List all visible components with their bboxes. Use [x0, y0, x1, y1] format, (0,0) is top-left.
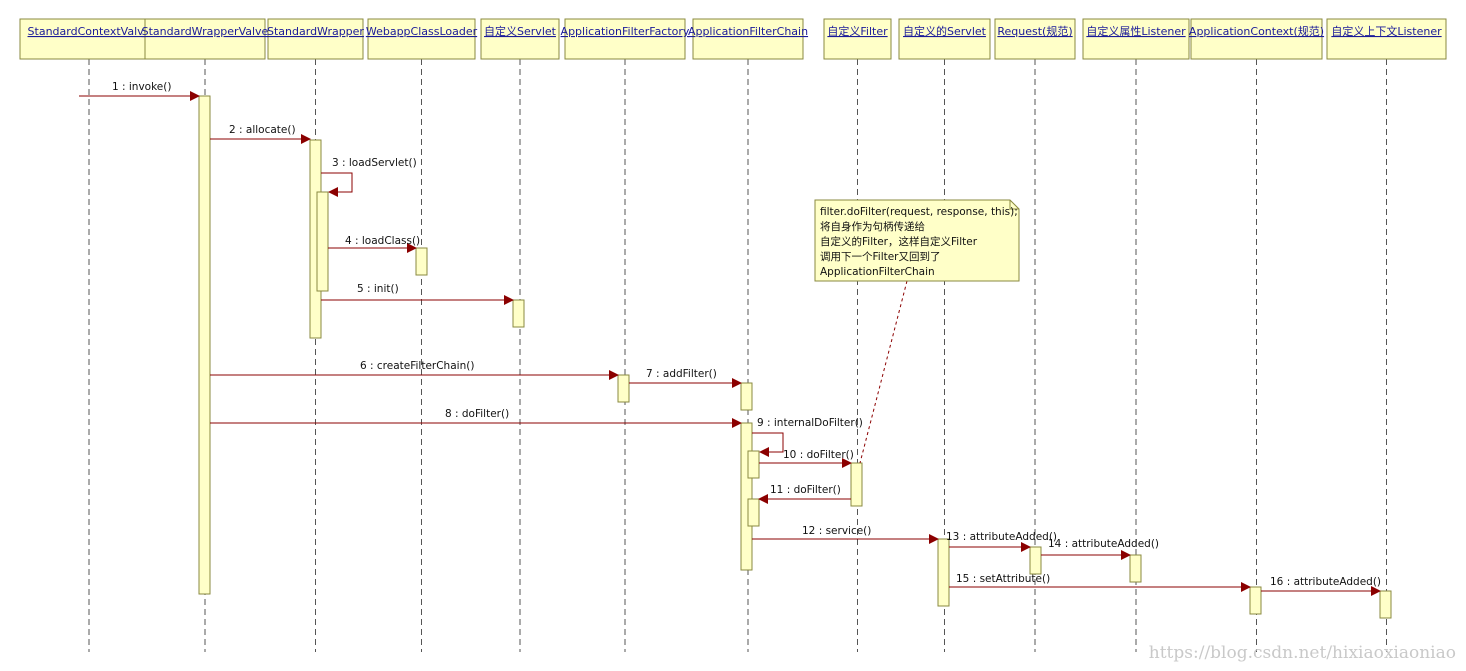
participant-box [564, 18, 686, 60]
message-arrow [752, 432, 784, 457]
participant-box [367, 18, 476, 60]
activation-bar [1379, 590, 1392, 619]
message-4: 4 : loadClass() [328, 235, 420, 253]
message-label: 3 : loadServlet() [332, 157, 417, 169]
participant-box [1326, 18, 1447, 60]
message-arrow [321, 172, 353, 197]
message-12: 12 : service() [752, 525, 939, 544]
participant-label: 自定义Filter [827, 24, 888, 38]
message-label: 10 : doFilter() [783, 449, 854, 461]
message-label: 13 : attributeAdded() [946, 531, 1057, 543]
message-label: 6 : createFilterChain() [360, 360, 474, 372]
note-box [814, 199, 1020, 282]
message-10: 10 : doFilter() [759, 449, 854, 468]
participant-p0: StandardContextValve [19, 18, 159, 60]
message-label: 11 : doFilter() [770, 484, 841, 496]
participant-p2: StandardWrapper [267, 18, 364, 60]
note-line: ApplicationFilterChain [820, 266, 935, 278]
message-15: 15 : setAttribute() [949, 573, 1251, 592]
message-5: 5 : init() [321, 283, 514, 305]
participant-box [480, 18, 560, 60]
participant-p10: 自定义属性Listener [1082, 18, 1190, 60]
message-label: 2 : allocate() [229, 124, 296, 136]
message-14: 14 : attributeAdded() [1041, 538, 1159, 560]
message-13: 13 : attributeAdded() [946, 531, 1057, 552]
participant-box [19, 18, 159, 60]
participant-label: WebappClassLoader [366, 25, 478, 38]
message-label: 16 : attributeAdded() [1270, 576, 1381, 588]
message-8: 8 : doFilter() [210, 408, 742, 428]
activation-bar [740, 422, 753, 571]
participant-p8: 自定义的Servlet [898, 18, 991, 60]
activation-bar [850, 462, 863, 507]
participant-label: ApplicationFilterChain [688, 25, 808, 38]
note-line: filter.doFilter(request, response, this)… [820, 206, 1018, 218]
activation-bar [1129, 554, 1142, 583]
message-label: 8 : doFilter() [445, 408, 509, 420]
activation-bar [512, 299, 525, 328]
note-line: 将自身作为句柄传递给 [820, 220, 925, 233]
message-label: 4 : loadClass() [345, 235, 420, 247]
participant-label: 自定义Servlet [484, 24, 557, 38]
activation-bar [198, 95, 211, 595]
message-6: 6 : createFilterChain() [210, 360, 619, 380]
participant-label: ApplicationFilterFactory [561, 25, 690, 38]
message-label: 12 : service() [802, 525, 871, 537]
participant-box [1190, 18, 1323, 60]
note-line: 调用下一个Filter又回到了 [820, 251, 941, 263]
message-label: 1 : invoke() [112, 81, 171, 93]
note-fold [1009, 200, 1019, 210]
message-label: 7 : addFilter() [646, 368, 717, 380]
participant-box [823, 18, 892, 60]
participant-label: StandardContextValve [28, 25, 151, 38]
participant-label: StandardWrapperValve [142, 25, 269, 38]
participant-label: Request(规范) [997, 24, 1072, 38]
participant-box [1082, 18, 1190, 60]
participant-label: ApplicationContext(规范) [1189, 24, 1324, 38]
participant-label: 自定义的Servlet [903, 24, 987, 38]
activation-bar [1249, 586, 1262, 615]
watermark-text: https://blog.csdn.net/hixiaoxiaoniao [1149, 643, 1456, 663]
participant-p1: StandardWrapperValve [142, 18, 269, 60]
activation-bar [1029, 546, 1042, 575]
participant-p11: ApplicationContext(规范) [1189, 18, 1324, 60]
activation-bar [617, 374, 630, 403]
participant-box [267, 18, 364, 60]
message-label: 15 : setAttribute() [956, 573, 1050, 585]
participant-box [144, 18, 266, 60]
note-connector [859, 280, 908, 464]
participant-box [898, 18, 991, 60]
message-1: 1 : invoke() [79, 81, 200, 101]
participant-p9: Request(规范) [994, 18, 1076, 60]
participant-label: 自定义上下文Listener [1331, 24, 1442, 38]
participant-box [994, 18, 1076, 60]
participant-p5: ApplicationFilterFactory [561, 18, 690, 60]
message-2: 2 : allocate() [210, 124, 311, 144]
message-3: 3 : loadServlet() [321, 157, 417, 197]
activation-bar [747, 450, 760, 479]
activation-bar [415, 247, 428, 276]
activation-bar [747, 498, 760, 527]
note: filter.doFilter(request, response, this)… [814, 199, 1020, 464]
message-11: 11 : doFilter() [758, 484, 851, 504]
activation-bar [937, 538, 950, 607]
message-label: 5 : init() [357, 283, 399, 295]
activation-bar [740, 382, 753, 411]
message-label: 14 : attributeAdded() [1048, 538, 1159, 550]
participant-p3: WebappClassLoader [366, 18, 478, 60]
participant-p7: 自定义Filter [823, 18, 892, 60]
message-7: 7 : addFilter() [629, 368, 742, 388]
participant-label: 自定义属性Listener [1086, 24, 1186, 38]
participant-p4: 自定义Servlet [480, 18, 560, 60]
message-label: 9 : internalDoFilter() [757, 417, 863, 429]
activation-bar [316, 191, 329, 292]
note-line: 自定义的Filter，这样自定义Filter [820, 235, 978, 248]
participant-p12: 自定义上下文Listener [1326, 18, 1447, 60]
participant-label: StandardWrapper [267, 25, 364, 38]
message-16: 16 : attributeAdded() [1261, 576, 1381, 596]
message-9: 9 : internalDoFilter() [752, 417, 863, 457]
participant-box [692, 18, 804, 60]
participant-p6: ApplicationFilterChain [688, 18, 808, 60]
